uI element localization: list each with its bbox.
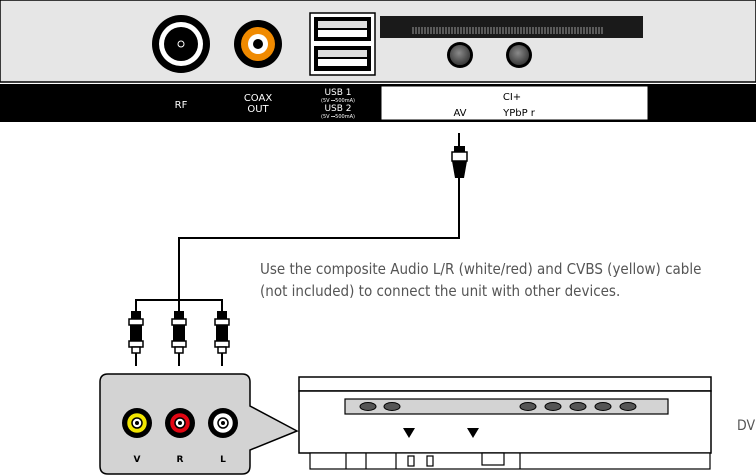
dvd-button-6 [594, 402, 612, 411]
dvd-button-strip [344, 398, 669, 415]
dvd-device: DVD [298, 376, 756, 470]
rca-jack-right [165, 408, 195, 438]
jack-label-video: V [134, 455, 141, 465]
rca-jack-left [208, 408, 238, 438]
dvd-button-7 [619, 402, 637, 411]
rca-jack-video [122, 408, 152, 438]
av-cable [178, 178, 460, 300]
rca-plug-left [214, 311, 230, 366]
panel-body [0, 0, 756, 83]
dvd-button-3 [519, 402, 537, 411]
usb-ports [309, 12, 376, 76]
usb1-spec: (5V ⎓500mA) [321, 98, 355, 104]
ci-slot [380, 16, 643, 38]
usb2-label: USB 2 [324, 104, 351, 114]
coax-label-line2: OUT [247, 104, 269, 115]
rca-plug-right [171, 311, 187, 366]
rca-jack-panel: V R L [99, 373, 299, 475]
dvd-indicator-left [403, 428, 415, 438]
dvd-button-5 [569, 402, 587, 411]
dvd-button-4 [544, 402, 562, 411]
coax-label-line1: COAX [244, 93, 273, 104]
dvd-indicator-right [467, 428, 479, 438]
ci-av-label-box [380, 85, 649, 121]
rca-plugs [128, 311, 230, 366]
jack-panel-callout [99, 373, 299, 475]
ypbpr-label: YPbP r [502, 108, 536, 119]
description-line1: Use the composite Audio L/R (white/red) … [260, 260, 701, 278]
usb1-label: USB 1 [324, 88, 351, 98]
ci-label: CI+ [503, 92, 521, 103]
rf-label: RF [175, 100, 188, 111]
coax-out-connector [234, 20, 282, 68]
description-line2: (not included) to connect the unit with … [260, 282, 620, 300]
av-jack [447, 42, 473, 68]
dvd-top [298, 376, 712, 392]
dvd-base [309, 452, 711, 470]
av-mini-plug [451, 133, 468, 178]
dvd-button-2 [383, 402, 401, 411]
ypbpr-jack [506, 42, 532, 68]
dvd-button-1 [359, 402, 377, 411]
jack-label-left: L [220, 455, 226, 465]
rf-connector [152, 15, 210, 73]
jack-label-right: R [177, 455, 184, 465]
tv-rear-panel: RF COAX OUT USB 1 (5V ⎓500mA) USB 2 (5V … [0, 0, 756, 122]
rca-plug-video [128, 311, 144, 366]
dvd-label: DVD [737, 418, 756, 434]
av-label: AV [453, 108, 466, 119]
usb2-spec: (5V ⎓500mA) [321, 114, 355, 120]
